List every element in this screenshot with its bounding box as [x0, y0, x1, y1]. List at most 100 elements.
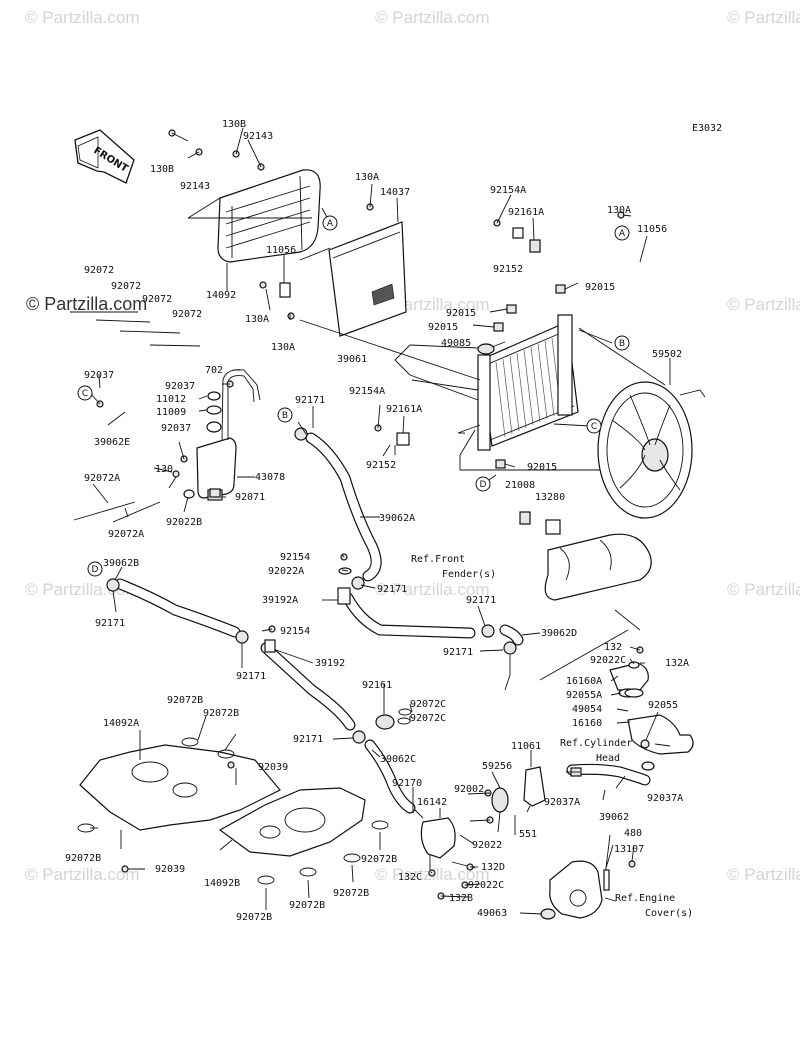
part-label: 132C — [398, 872, 422, 883]
ref-engine-cover: Ref.Engine — [615, 893, 675, 904]
screen-14037 — [328, 221, 407, 337]
reference-labels: Ref.Front Fender(s) Ref.Cylinder Head Re… — [411, 554, 693, 919]
part-label: 92161A — [508, 207, 544, 218]
part-label: 92161 — [362, 680, 392, 691]
part-label: 92037 — [84, 370, 114, 381]
part-label: 92022B — [166, 517, 202, 528]
watermark-dark: © Partzilla.com — [26, 294, 147, 314]
part-labels: 130B 92143 130B 92143 130A 14037 92154A … — [65, 119, 689, 923]
part-label: 480 — [624, 828, 642, 839]
part-label: 92154 — [280, 552, 310, 563]
callout-b: B — [619, 339, 625, 349]
watermark: © Partzilla.com — [375, 580, 490, 599]
part-label: 132A — [665, 658, 689, 669]
part-label: 92072 — [111, 281, 141, 292]
part-label: 92152 — [366, 460, 396, 471]
part-label: 39192A — [262, 595, 298, 606]
part-label: 14092B — [204, 878, 240, 889]
ref-cylinder-head: Head — [596, 753, 620, 764]
front-arrow: FRONT — [74, 129, 135, 184]
callout-d: D — [480, 480, 487, 490]
part-label: 92072B — [167, 695, 203, 706]
part-label: 92022C — [468, 880, 504, 891]
part-label: 14037 — [380, 187, 410, 198]
part-label: 702 — [205, 365, 223, 376]
part-label: 92037A — [544, 797, 580, 808]
part-label: 92022C — [590, 655, 626, 666]
part-label: 92055 — [648, 700, 678, 711]
part-label: 92037 — [165, 381, 195, 392]
part-label: 92171 — [293, 734, 323, 745]
callout-c: C — [82, 389, 88, 399]
part-label: 130B — [150, 164, 174, 175]
front-fender-ref — [544, 533, 652, 601]
part-label: 92152 — [493, 264, 523, 275]
part-label: 14092 — [206, 290, 236, 301]
watermark: © Partzilla.com — [25, 8, 140, 27]
skid-plate-14092b — [218, 787, 366, 857]
part-label: 92055A — [566, 690, 602, 701]
part-label: 92072B — [361, 854, 397, 865]
part-label: 39192 — [315, 658, 345, 669]
part-label: 39061 — [337, 354, 367, 365]
part-label: 132D — [481, 862, 505, 873]
radiator-39061 — [477, 314, 579, 451]
part-label: 92171 — [443, 647, 473, 658]
part-label: 92072B — [333, 888, 369, 899]
part-label: 39062C — [380, 754, 416, 765]
part-label: 11056 — [266, 245, 296, 256]
part-label: 92022A — [268, 566, 304, 577]
ref-front-fender: Ref.Front — [411, 554, 465, 565]
part-label: 92037A — [647, 793, 683, 804]
watermark: © Partzilla.com — [375, 8, 490, 27]
part-label: 39062B — [103, 558, 139, 569]
part-label: 16142 — [417, 797, 447, 808]
part-label: 92171 — [236, 671, 266, 682]
part-label: 130A — [245, 314, 269, 325]
watermark: © Partzilla.com — [727, 8, 800, 27]
part-label: 92143 — [180, 181, 210, 192]
part-label: 92154A — [349, 386, 385, 397]
part-label: 92037 — [161, 423, 191, 434]
part-label: 92072B — [65, 853, 101, 864]
part-label: 130A — [271, 342, 295, 353]
part-label: 130A — [607, 205, 631, 216]
part-label: 92171 — [466, 595, 496, 606]
part-label: 11012 — [156, 394, 186, 405]
part-label: 59502 — [652, 349, 682, 360]
part-label: 92022 — [472, 840, 502, 851]
callout-b: B — [282, 411, 288, 421]
part-label: 132B — [449, 893, 473, 904]
part-label: 92039 — [155, 864, 185, 875]
part-label: 39062A — [379, 513, 415, 524]
leader-lines — [89, 127, 671, 915]
part-label: 130A — [355, 172, 379, 183]
part-label: 43078 — [255, 472, 285, 483]
watermark: © Partzilla.com — [727, 865, 800, 884]
ref-engine-cover: Cover(s) — [645, 908, 693, 919]
part-label: 92143 — [243, 131, 273, 142]
part-label: 130B — [222, 119, 246, 130]
part-label: 49085 — [441, 338, 471, 349]
part-label: 16160 — [572, 718, 602, 729]
part-label: 92072C — [410, 699, 446, 710]
part-label: 92072C — [410, 713, 446, 724]
part-label: 49063 — [477, 908, 507, 919]
part-label: 92154A — [490, 185, 526, 196]
callout-c: C — [591, 422, 597, 432]
part-label: 92154 — [280, 626, 310, 637]
part-label: 92161A — [386, 404, 422, 415]
grille-14092 — [187, 169, 321, 263]
part-label: 21008 — [505, 480, 535, 491]
part-label: 92072 — [142, 294, 172, 305]
part-label: 551 — [519, 829, 537, 840]
coolant-hoses — [114, 432, 651, 814]
part-label: 39062D — [541, 628, 577, 639]
watermark: © Partzilla.com — [727, 580, 800, 599]
ref-cylinder-head: Ref.Cylinder — [560, 738, 632, 749]
clamps — [77, 708, 412, 885]
part-label: 92072 — [84, 265, 114, 276]
part-label: 92170 — [392, 778, 422, 789]
part-label: 92015 — [585, 282, 615, 293]
